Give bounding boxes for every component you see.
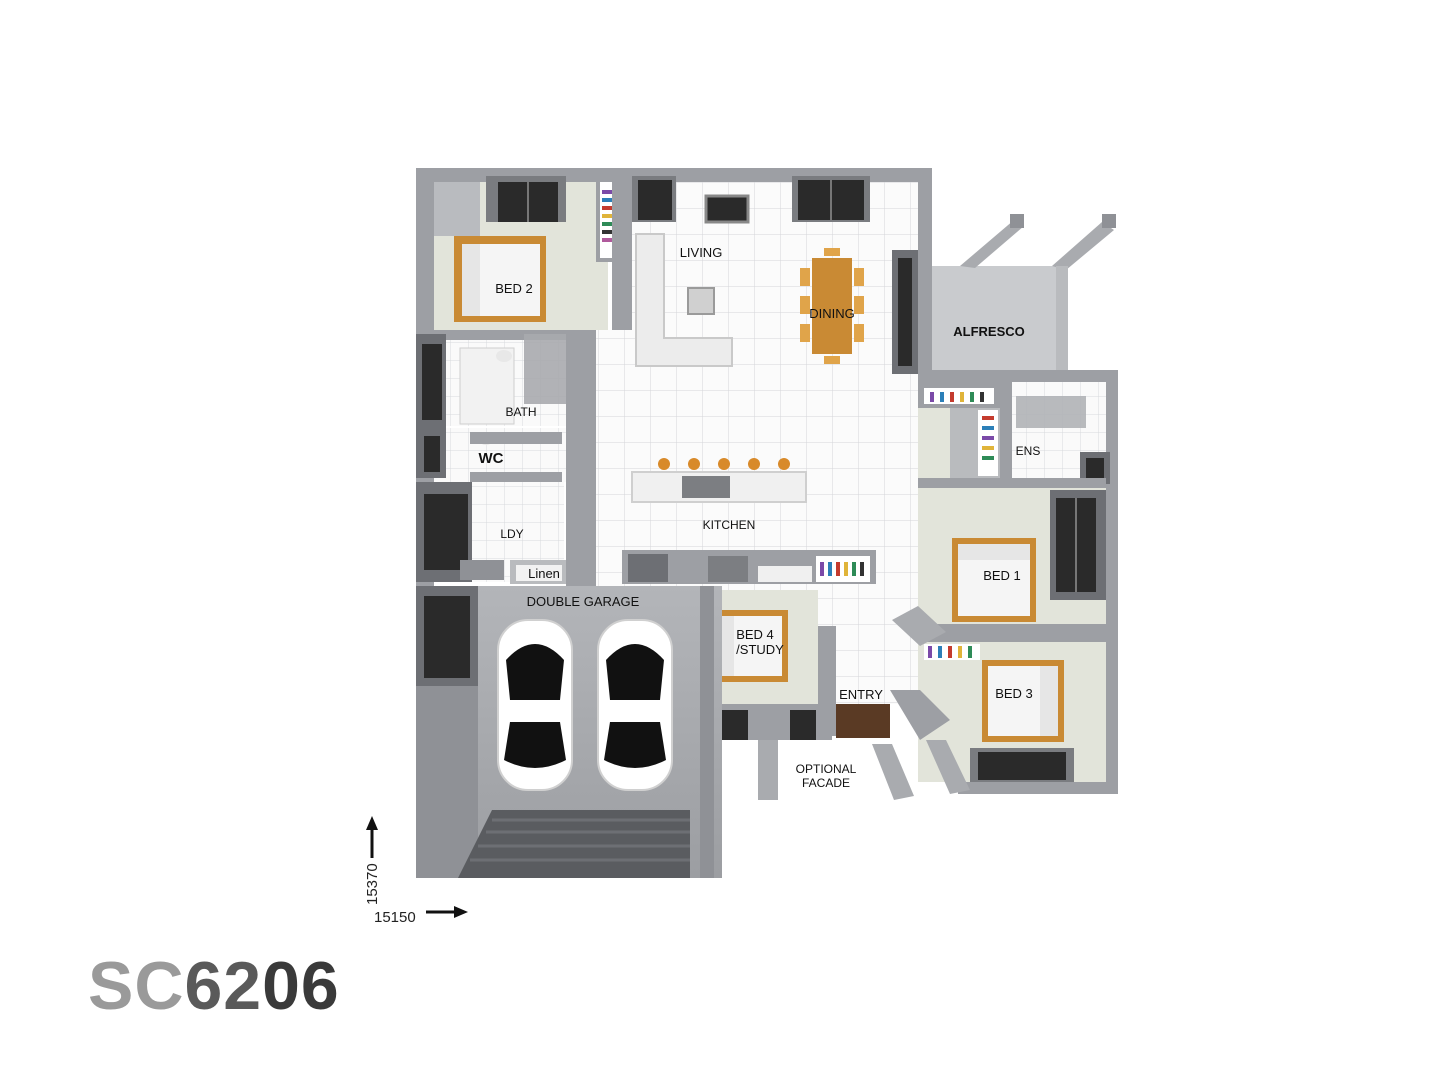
bath-room xyxy=(416,330,596,480)
entry-area xyxy=(818,590,950,740)
car-icon xyxy=(597,619,673,791)
living-label: LIVING xyxy=(680,245,723,260)
bedroom-wing xyxy=(918,382,1110,782)
study-label: /STUDY xyxy=(736,642,784,657)
coffee-table xyxy=(687,287,715,315)
wc-label: WC xyxy=(479,450,504,467)
bed-1-label: BED 1 xyxy=(983,568,1021,583)
dining-label: DINING xyxy=(809,306,855,321)
wardrobe-clothes-icon xyxy=(602,190,612,242)
model-code-prefix: SC xyxy=(88,948,185,1024)
dimension-width: 15150 xyxy=(374,906,468,926)
laundry-room xyxy=(416,478,596,586)
bed-2-room xyxy=(434,176,608,330)
car-icon xyxy=(497,619,573,791)
bed-4-label: BED 4 xyxy=(736,627,774,642)
linen-label: Linen xyxy=(528,566,560,581)
depth-dimension: 15370 xyxy=(364,863,381,905)
ldy-label: LDY xyxy=(500,527,523,541)
dimension-depth: 15370 xyxy=(364,816,381,905)
double-garage xyxy=(416,586,722,878)
alfresco-area xyxy=(922,214,1116,370)
model-code: SC6206 xyxy=(88,952,340,1020)
alfresco-label: ALFRESCO xyxy=(953,324,1025,339)
kitchen-bench xyxy=(622,550,876,584)
kitchen-label: KITCHEN xyxy=(703,518,756,532)
living-area xyxy=(596,176,918,590)
ens-label: ENS xyxy=(1016,444,1041,458)
arrow-right-icon xyxy=(454,906,468,918)
bed-3-label: BED 3 xyxy=(995,686,1033,701)
garage-label: DOUBLE GARAGE xyxy=(527,594,640,609)
wc-room xyxy=(416,428,566,482)
wall xyxy=(416,330,612,340)
bath-label: BATH xyxy=(505,405,536,419)
entry-label: ENTRY xyxy=(839,687,883,702)
optional-facade xyxy=(758,740,970,800)
bed-2-label: BED 2 xyxy=(495,281,533,296)
bed-4-study-room xyxy=(712,590,832,740)
model-code-mid: 62 xyxy=(184,948,263,1024)
arrow-up-icon xyxy=(366,816,378,830)
width-dimension: 15150 xyxy=(374,909,416,926)
model-code-suffix: 06 xyxy=(262,948,340,1024)
facade-label: FACADE xyxy=(802,776,850,790)
dining-table xyxy=(800,248,864,364)
optional-facade-label: OPTIONAL xyxy=(796,762,857,776)
kitchen-island xyxy=(631,458,807,503)
